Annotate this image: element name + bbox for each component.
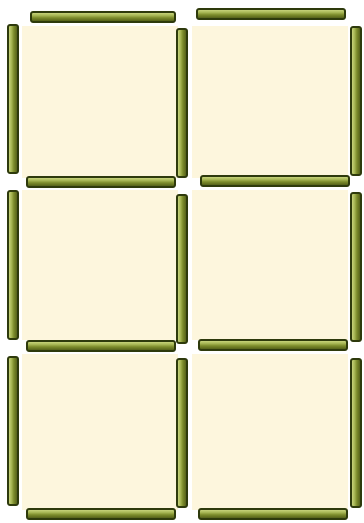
matchstick-v-right-r2[interactable] bbox=[350, 192, 362, 342]
matchstick-v-left-r1[interactable] bbox=[7, 24, 19, 174]
matchstick-h-mid2-right[interactable] bbox=[198, 339, 348, 351]
matchstick-v-left-r2[interactable] bbox=[7, 190, 19, 340]
matchstick-h-mid2-left[interactable] bbox=[26, 340, 176, 352]
matchstick-h-bottom-right[interactable] bbox=[198, 508, 348, 520]
matchstick-v-left-r3[interactable] bbox=[7, 356, 19, 506]
matchstick-h-bottom-left[interactable] bbox=[26, 508, 176, 520]
matchstick-h-mid1-right[interactable] bbox=[200, 175, 350, 187]
matchstick-v-mid-r2[interactable] bbox=[176, 194, 188, 344]
matchstick-v-mid-r3[interactable] bbox=[176, 358, 188, 508]
matchstick-v-mid-r1[interactable] bbox=[176, 28, 188, 178]
grid-cell-r1-c2 bbox=[192, 26, 348, 178]
matchstick-h-mid1-left[interactable] bbox=[26, 176, 176, 188]
grid-cell-r2-c2 bbox=[192, 190, 348, 340]
matchstick-h-top-left[interactable] bbox=[30, 11, 176, 23]
matchstick-h-top-right[interactable] bbox=[196, 8, 346, 20]
grid-cell-r1-c1 bbox=[22, 26, 178, 178]
grid-cell-r2-c1 bbox=[22, 190, 178, 340]
matchstick-v-right-r3[interactable] bbox=[350, 358, 362, 508]
grid-cell-r3-c2 bbox=[192, 354, 348, 510]
grid-cell-r3-c1 bbox=[22, 354, 178, 510]
matchstick-v-right-r1[interactable] bbox=[350, 26, 362, 176]
